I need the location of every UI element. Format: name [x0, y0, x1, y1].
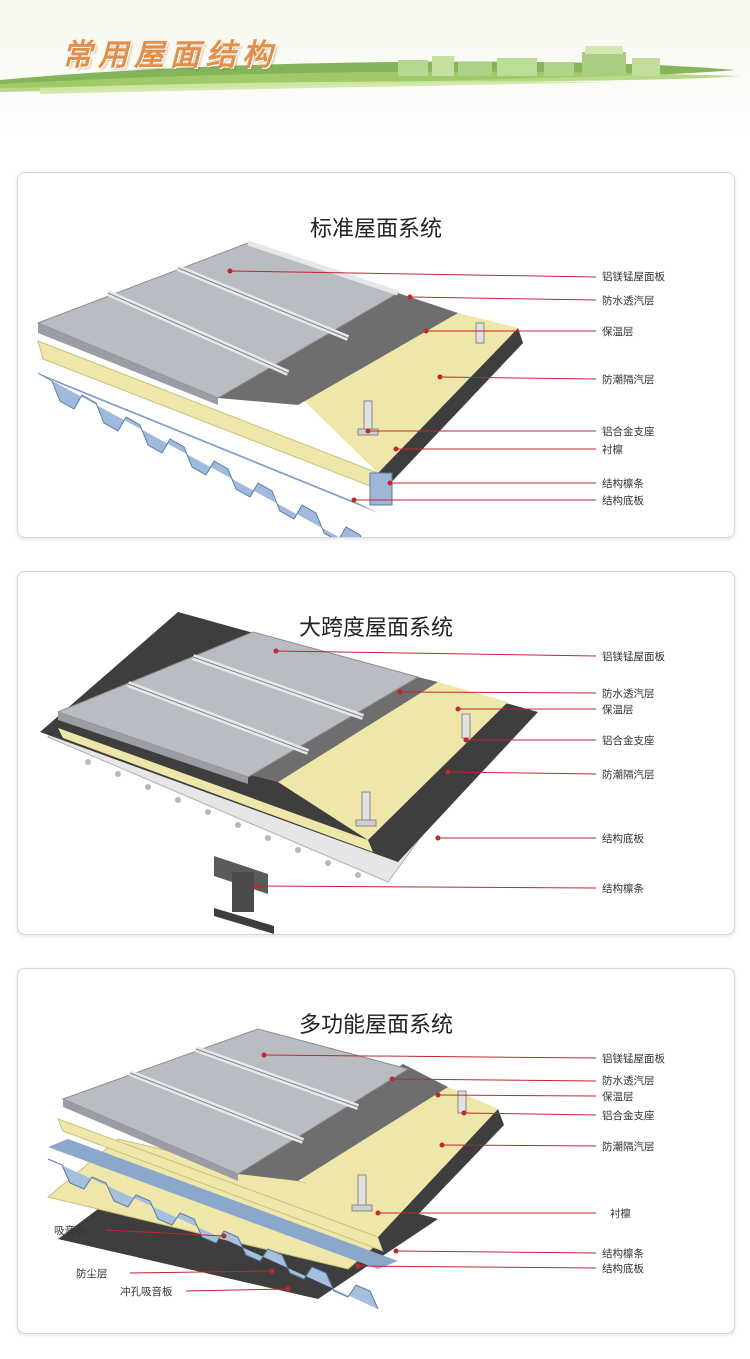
label-waterproof-layer: 防水透汽层: [602, 1075, 655, 1087]
panel-standard-roof: 标准屋面系统 铝镁锰屋面板 防水透汽层 保温层 防潮隔汽层 铝合金支座 衬檩 结…: [17, 172, 735, 538]
label-base-deck: 结构底板: [602, 495, 644, 507]
insulation-top: [298, 1087, 498, 1237]
panel-multifunction-roof: 多功能屋面系统 铝镁锰屋面板 防水透汽层 保温层 铝合金支座 防潮隔汽层 衬檩 …: [17, 968, 735, 1334]
panel-long-span-roof: 大跨度屋面系统 铝镁锰屋面板 防水透汽层 保温层 铝合金支座 防潮隔汽层 结构底…: [17, 571, 735, 935]
vapor-barrier-surface: [378, 328, 523, 491]
corrugated-deck-icon: [37, 372, 378, 537]
multifunction-roof-diagram: [46, 1028, 597, 1310]
steel-beam-icon: [214, 856, 274, 934]
label-sound-absorbing-layer: 吸音层: [54, 1225, 86, 1237]
label-bracket: 铝合金支座: [602, 1110, 655, 1122]
label-roof-panel: 铝镁锰屋面板: [602, 271, 665, 283]
membrane-surface: [238, 1064, 448, 1181]
label-vapor-barrier: 防潮隔汽层: [602, 1141, 655, 1153]
vapor-barrier-surface: [378, 1109, 504, 1251]
label-vapor-barrier: 防潮隔汽层: [602, 374, 655, 386]
banner-decoration: [0, 46, 740, 94]
label-bracket: 铝合金支座: [602, 735, 655, 747]
purlin-icon: [369, 472, 393, 506]
label-purlin: 结构檩条: [602, 883, 644, 895]
city-skyline-icon: [398, 46, 660, 76]
label-purlin: 结构檩条: [602, 1248, 644, 1260]
insulation-top: [298, 313, 518, 473]
panel-title: 多功能屋面系统: [298, 1013, 453, 1038]
insulation-top: [278, 682, 508, 840]
label-base-deck: 结构底板: [602, 833, 644, 845]
label-bracket: 铝合金支座: [602, 426, 655, 438]
banner-title: 常用屋面结构: [62, 38, 278, 73]
label-roof-panel: 铝镁锰屋面板: [602, 1053, 665, 1065]
membrane-surface: [238, 672, 438, 782]
roof-panel-icon: [61, 1028, 410, 1181]
label-base-deck: 结构底板: [602, 1263, 644, 1275]
roof-panel-icon: [36, 240, 400, 405]
leader-lines-left: [105, 1229, 291, 1292]
label-waterproof-layer: 防水透汽层: [602, 295, 655, 307]
panel-title: 标准屋面系统: [309, 217, 442, 242]
membrane-surface: [218, 293, 458, 405]
deck-perforations: [85, 759, 361, 878]
label-roof-panel: 铝镁锰屋面板: [602, 651, 665, 663]
header-banner: 常用屋面结构: [0, 0, 750, 135]
label-insulation: 保温层: [602, 326, 634, 338]
standard-roof-diagram: [36, 240, 597, 537]
leader-lines: [227, 268, 597, 503]
label-dust-layer: 防尘层: [76, 1268, 108, 1280]
roof-panel-icon: [56, 631, 420, 784]
label-vapor-barrier: 防潮隔汽层: [602, 769, 655, 781]
leader-lines: [261, 1052, 597, 1269]
leader-lines: [253, 648, 597, 889]
corrugated-deck-icon: [47, 1139, 398, 1310]
label-perforated-panel: 冲孔吸音板: [120, 1286, 173, 1298]
label-insulation: 保温层: [602, 704, 634, 716]
long-span-roof-diagram: [40, 612, 597, 934]
insulation-edge: [58, 728, 373, 852]
label-sub-purlin: 衬檩: [610, 1208, 631, 1220]
label-waterproof-layer: 防水透汽层: [602, 688, 655, 700]
label-insulation: 保温层: [602, 1091, 634, 1103]
label-purlin: 结构檩条: [602, 478, 644, 490]
label-sub-purlin: 衬檩: [602, 444, 623, 456]
panel-title: 大跨度屋面系统: [298, 616, 453, 641]
support-bracket-icon: [355, 713, 471, 827]
